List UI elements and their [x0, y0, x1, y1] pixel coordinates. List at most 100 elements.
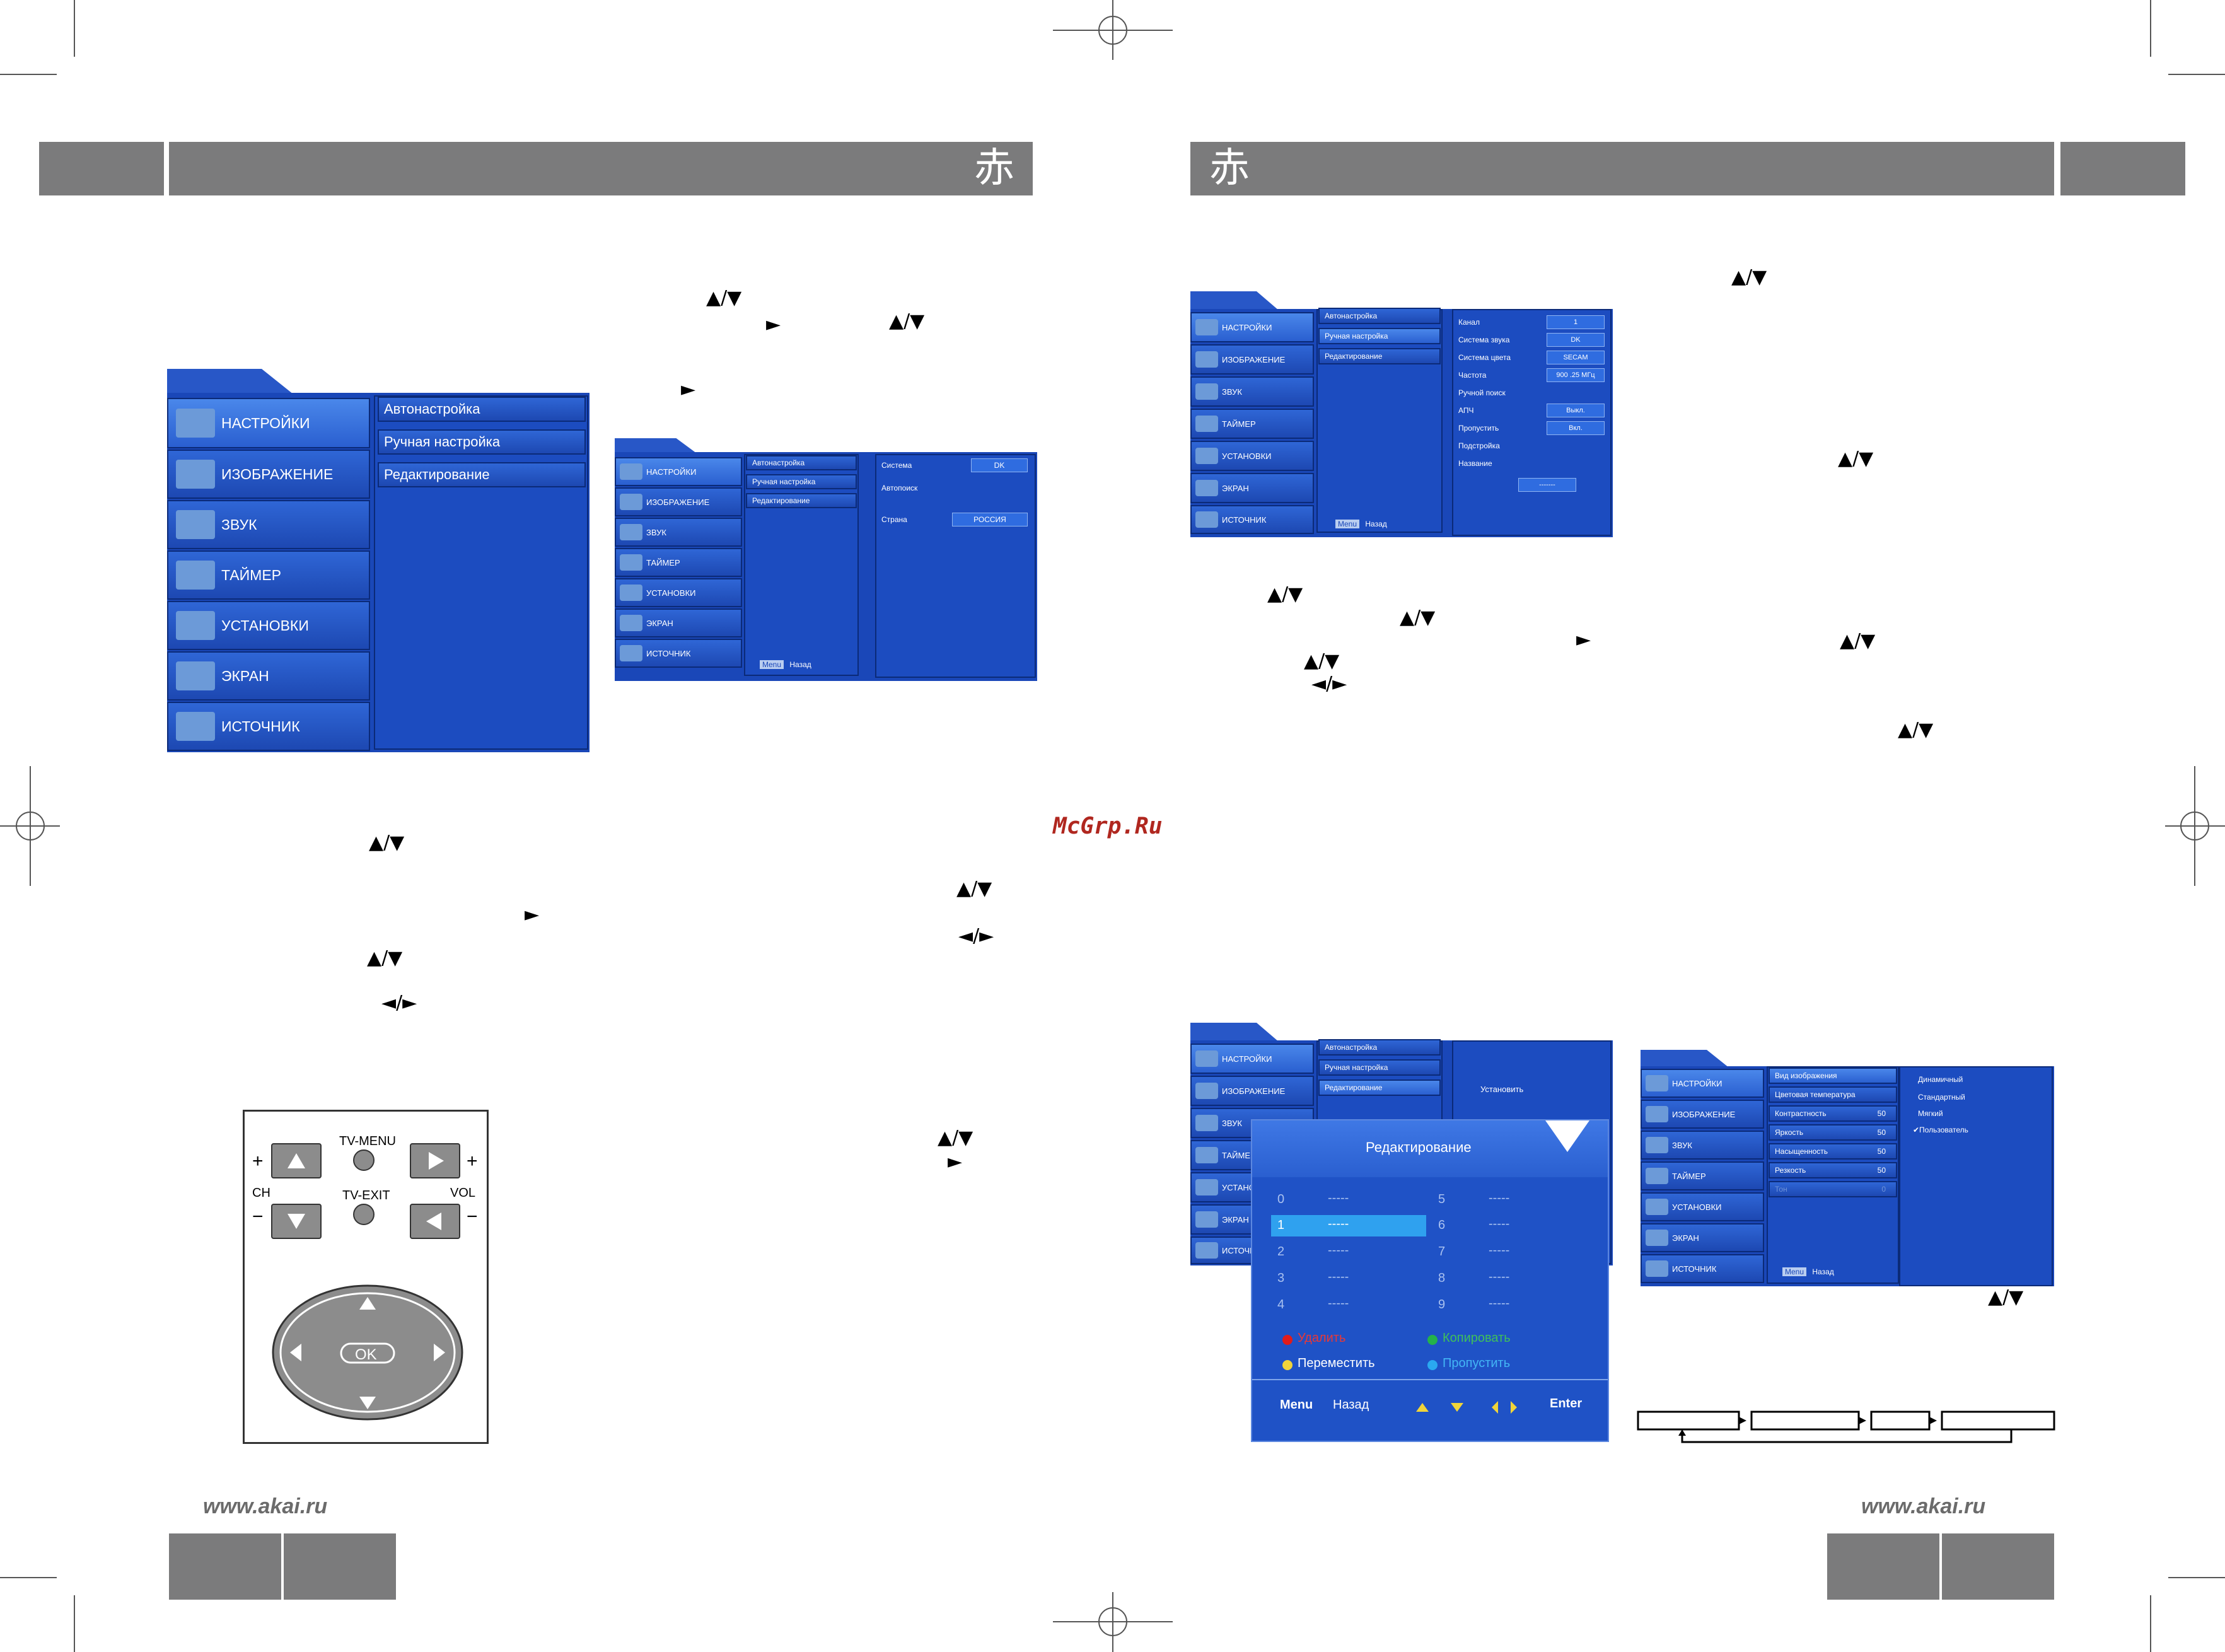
row-value[interactable]: DK — [1547, 333, 1605, 347]
row-value[interactable]: Выкл. — [1547, 404, 1605, 417]
enter-key[interactable]: Enter — [1550, 1397, 1583, 1411]
install-label[interactable]: Установить — [1480, 1085, 1524, 1094]
submenu-manual[interactable]: Ручная настройка — [746, 474, 857, 489]
menu-item-source[interactable]: ИСТОЧНИК — [1641, 1254, 1764, 1283]
menu-item-options[interactable]: УСТАНОВКИ — [615, 578, 742, 607]
vol-up-button[interactable] — [410, 1143, 460, 1178]
menu-item-settings[interactable]: НАСТРОЙКИ — [1190, 1044, 1314, 1074]
channel-number[interactable]: 0 — [1277, 1192, 1285, 1206]
menu-item-picture[interactable]: ИЗОБРАЖЕНИЕ — [1190, 344, 1314, 375]
mode-option[interactable]: Стандартный — [1918, 1093, 1965, 1102]
menu-item-settings[interactable]: НАСТРОЙКИ — [1190, 312, 1314, 342]
mode-option-selected[interactable]: ✔Пользователь — [1913, 1126, 1968, 1134]
menu-item-picture[interactable]: ИЗОБРАЖЕНИЕ — [1641, 1100, 1764, 1129]
submenu-autotune[interactable]: Автонастройка — [1318, 1039, 1441, 1056]
skip-action[interactable]: Пропустить — [1443, 1356, 1511, 1370]
copy-action[interactable]: Копировать — [1443, 1331, 1511, 1345]
submenu-edit[interactable]: Редактирование — [1318, 1079, 1441, 1096]
osd-autotune: НАСТРОЙКИ ИЗОБРАЖЕНИЕ ЗВУК ТАЙМЕР УСТАНО… — [615, 438, 1037, 681]
menu-item-settings[interactable]: НАСТРОЙКИ — [615, 457, 742, 486]
menu-item-picture[interactable]: ИЗОБРАЖЕНИЕ — [167, 450, 370, 499]
submenu-autotune[interactable]: Автонастройка — [378, 397, 586, 422]
menu-item-timer[interactable]: ТАЙМЕР — [1190, 409, 1314, 439]
row-value[interactable]: 1 — [1547, 315, 1605, 329]
submenu-edit[interactable]: Редактирование — [378, 462, 586, 487]
menu-item-settings[interactable]: НАСТРОЙКИ — [167, 398, 370, 448]
submenu-edit[interactable]: Редактирование — [1318, 348, 1441, 364]
channel-number[interactable]: 7 — [1438, 1245, 1446, 1259]
menu-item-settings[interactable]: НАСТРОЙКИ — [1641, 1069, 1764, 1098]
menu-item-sound[interactable]: ЗВУК — [1190, 376, 1314, 407]
menu-item-picture[interactable]: ИЗОБРАЖЕНИЕ — [1190, 1076, 1314, 1106]
menu-item-screen[interactable]: ЭКРАН — [1641, 1223, 1764, 1252]
submenu-autotune[interactable]: Автонастройка — [1318, 308, 1441, 324]
menu-item-timer[interactable]: ТАЙМЕР — [167, 550, 370, 600]
satellite-icon — [1195, 1050, 1218, 1067]
menu-item-sound[interactable]: ЗВУК — [615, 518, 742, 547]
move-action[interactable]: Переместить — [1298, 1356, 1375, 1370]
vol-down-button[interactable] — [410, 1204, 460, 1239]
menu-item-source[interactable]: ИСТОЧНИК — [615, 639, 742, 668]
menu-item-source[interactable]: ИСТОЧНИК — [167, 702, 370, 751]
row-label[interactable]: Ручной поиск — [1458, 388, 1506, 397]
autosearch-label[interactable]: Автопоиск — [881, 484, 918, 492]
menu-item-picture[interactable]: ИЗОБРАЖЕНИЕ — [615, 487, 742, 516]
ok-button[interactable]: OK — [355, 1346, 377, 1363]
channel-number[interactable]: 5 — [1438, 1192, 1446, 1206]
row-value[interactable]: SECAM — [1547, 351, 1605, 364]
ch-up-button[interactable] — [271, 1143, 322, 1178]
clock-icon — [1195, 1147, 1218, 1163]
row-label[interactable]: Подстройка — [1458, 441, 1500, 450]
menu-item-screen[interactable]: ЭКРАН — [615, 608, 742, 637]
mode-option[interactable]: Мягкий — [1918, 1109, 1943, 1118]
tv-exit-button[interactable] — [353, 1204, 375, 1225]
channel-number[interactable]: 4 — [1277, 1298, 1285, 1312]
menu-item-screen[interactable]: ЭКРАН — [167, 651, 370, 701]
delete-action[interactable]: Удалить — [1298, 1331, 1346, 1345]
menu-item-source[interactable]: ИСТОЧНИК — [1190, 505, 1314, 534]
submenu-manual[interactable]: Ручная настройка — [1318, 1059, 1441, 1076]
mode-option[interactable]: Динамичный — [1918, 1075, 1963, 1084]
satellite-icon — [1646, 1075, 1668, 1091]
channel-number[interactable]: 2 — [1277, 1245, 1285, 1259]
picture-item[interactable]: Цветовая температура — [1769, 1086, 1897, 1103]
submenu-edit[interactable]: Редактирование — [746, 493, 857, 508]
arrow-updown: ▲/▼ — [1840, 630, 1876, 652]
country-value[interactable]: РОССИЯ — [952, 513, 1028, 526]
menu-item-options[interactable]: УСТАНОВКИ — [167, 601, 370, 650]
menu-item-options[interactable]: УСТАНОВКИ — [1641, 1192, 1764, 1221]
submenu-manual[interactable]: Ручная настройка — [378, 429, 586, 455]
submenu-autotune[interactable]: Автонастройка — [746, 455, 857, 470]
tv-menu-button[interactable] — [353, 1149, 375, 1171]
channel-number[interactable]: 1 — [1277, 1218, 1285, 1232]
menu-item-screen[interactable]: ЭКРАН — [1190, 473, 1314, 503]
menu-item-timer[interactable]: ТАЙМЕР — [615, 548, 742, 577]
channel-number[interactable]: 9 — [1438, 1298, 1446, 1312]
row-value[interactable]: 900 .25 МГц — [1547, 368, 1605, 382]
menu-item-sound[interactable]: ЗВУК — [1641, 1131, 1764, 1160]
channel-number[interactable]: 6 — [1438, 1218, 1446, 1232]
submenu-manual[interactable]: Ручная настройка — [1318, 328, 1441, 344]
row-label: Название — [1458, 459, 1492, 468]
system-value[interactable]: DK — [971, 458, 1028, 472]
menu-item-timer[interactable]: ТАЙМЕР — [1641, 1161, 1764, 1190]
tv-source-icon — [1195, 511, 1218, 528]
menu-item-sound[interactable]: ЗВУК — [167, 500, 370, 549]
channel-number[interactable]: 8 — [1438, 1271, 1446, 1285]
row-value[interactable]: ------- — [1518, 478, 1576, 492]
menu-key[interactable]: Menu — [1280, 1398, 1313, 1412]
arrow-updown: ▲/▼ — [956, 878, 992, 900]
ch-down-button[interactable] — [271, 1204, 322, 1239]
blue-dot-icon — [1427, 1360, 1438, 1370]
picture-item[interactable]: Вид изображения — [1769, 1067, 1897, 1084]
channel-number[interactable]: 3 — [1277, 1271, 1285, 1285]
mode-cycle-diagram — [1637, 1411, 2055, 1443]
row-value[interactable]: Вкл. — [1547, 421, 1605, 435]
menu-item-options[interactable]: УСТАНОВКИ — [1190, 441, 1314, 471]
channel-blank: ----- — [1489, 1217, 1510, 1231]
